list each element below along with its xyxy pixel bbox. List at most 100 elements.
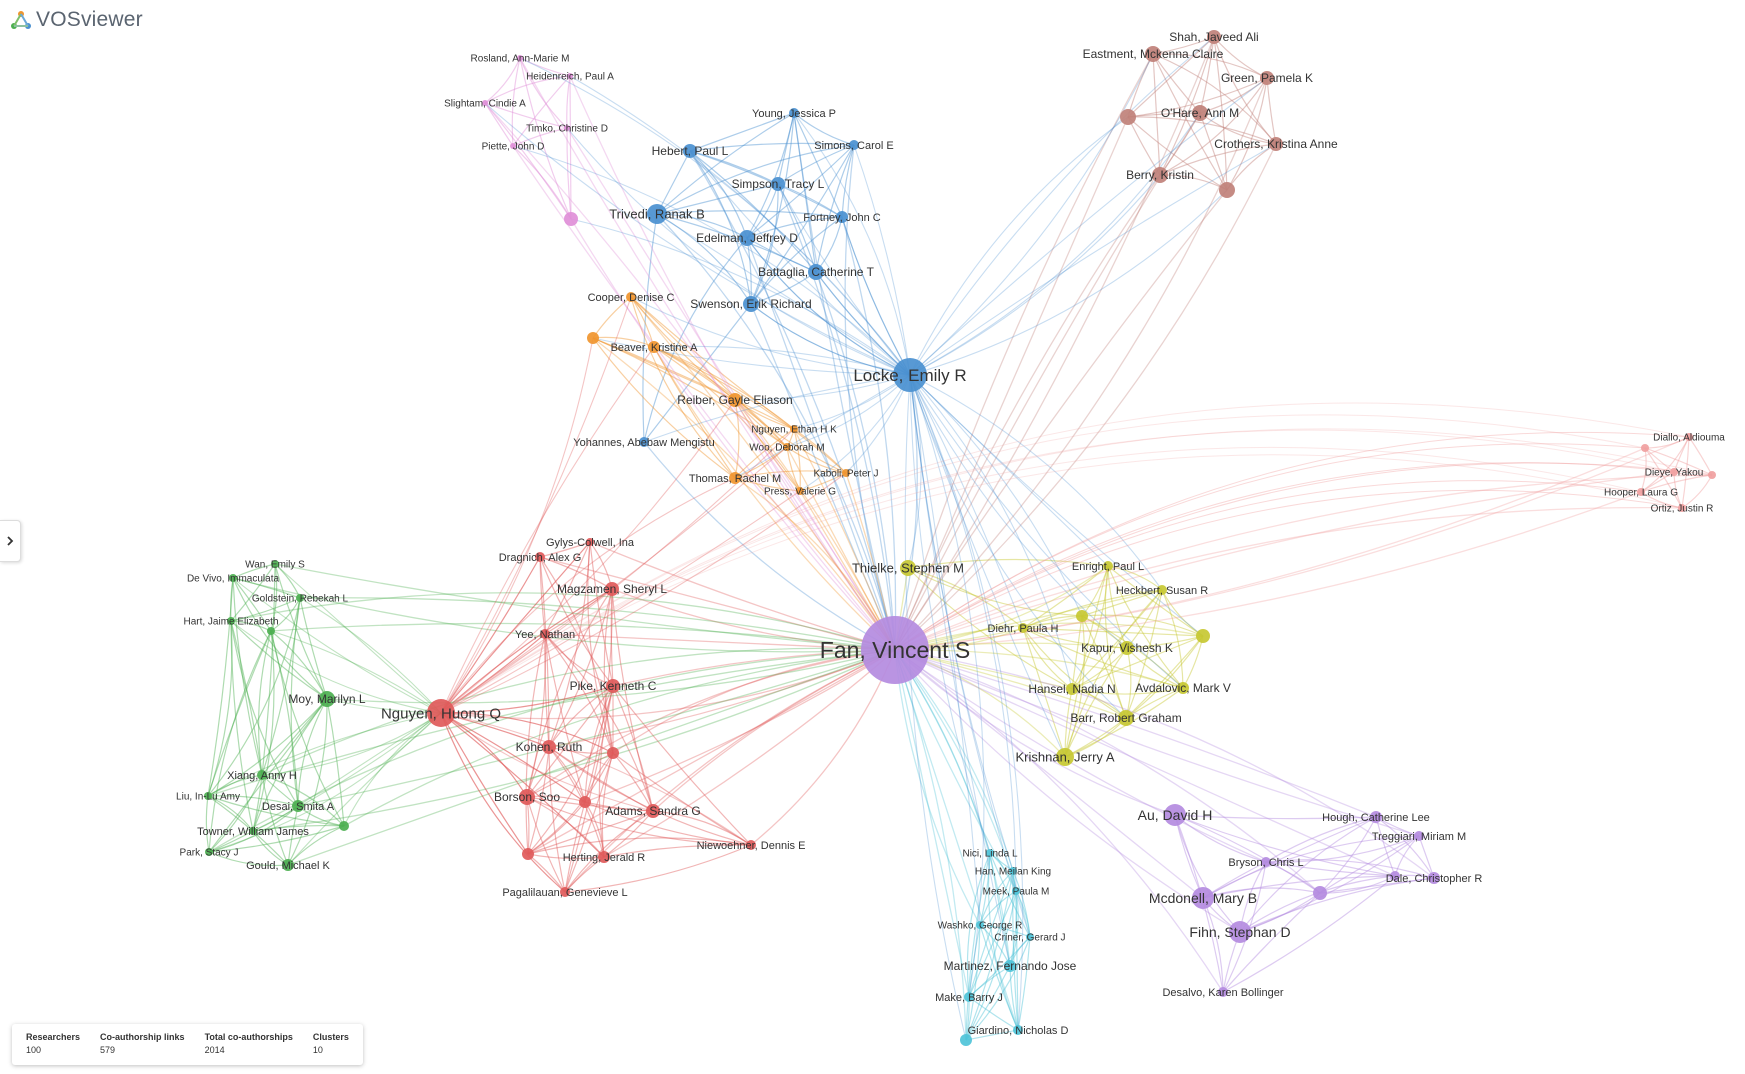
researcher-node[interactable] [587, 332, 599, 344]
researcher-label[interactable]: Rosland, Ann-Marie M [471, 54, 570, 65]
researcher-label[interactable]: Green, Pamela K [1221, 71, 1313, 85]
researcher-node[interactable] [319, 691, 335, 707]
researcher-label[interactable]: O'Hare, Ann M [1161, 106, 1239, 120]
researcher-label[interactable]: Moy, Marilyn L [288, 692, 365, 706]
researcher-node[interactable] [205, 848, 213, 856]
researcher-label[interactable]: Piette, John D [482, 142, 545, 153]
researcher-node[interactable] [1685, 433, 1693, 441]
researcher-node[interactable] [560, 887, 570, 897]
researcher-node[interactable] [739, 230, 755, 246]
researcher-label[interactable]: Thielke, Stephen M [852, 561, 964, 576]
researcher-label[interactable]: Swenson, Erik Richard [690, 297, 811, 311]
researcher-label[interactable]: Pike, Kenneth C [570, 679, 657, 693]
researcher-label[interactable]: Make, Barry J [935, 992, 1003, 1004]
researcher-label[interactable]: Washko, George R [938, 921, 1023, 932]
researcher-label[interactable]: Ortiz, Justin R [1651, 504, 1714, 515]
researcher-node[interactable] [564, 212, 578, 226]
researcher-label[interactable]: Treggiari, Miriam M [1372, 831, 1466, 843]
researcher-node[interactable] [1013, 1025, 1023, 1035]
researcher-node[interactable] [1678, 504, 1686, 512]
researcher-label[interactable]: Xiang, Anny H [227, 770, 297, 782]
researcher-node[interactable] [535, 552, 545, 562]
researcher-node[interactable] [606, 679, 620, 693]
researcher-label[interactable]: Kaboli, Peter J [813, 469, 878, 480]
researcher-label[interactable]: Herting, Jerald R [563, 852, 646, 864]
researcher-label[interactable]: Locke, Emily R [853, 366, 966, 385]
researcher-label[interactable]: Krishnan, Jerry A [1016, 750, 1115, 765]
researcher-label[interactable]: Edelman, Jeffrey D [696, 231, 798, 245]
researcher-node[interactable] [842, 469, 850, 477]
researcher-node[interactable] [579, 796, 591, 808]
researcher-node[interactable] [836, 211, 848, 223]
researcher-label[interactable]: Nguyen, Huong Q [381, 705, 501, 722]
researcher-node[interactable] [626, 292, 636, 302]
researcher-node[interactable] [1269, 137, 1283, 151]
researcher-node[interactable] [861, 616, 929, 684]
researcher-label[interactable]: Yohannes, Abebaw Mengistu [573, 437, 714, 449]
researcher-label[interactable]: Fan, Vincent S [820, 637, 970, 663]
researcher-label[interactable]: Wan, Emily S [245, 560, 305, 571]
researcher-node[interactable] [683, 144, 697, 158]
researcher-label[interactable]: Nici, Linda L [962, 849, 1017, 860]
researcher-label[interactable]: Reiber, Gayle Eliason [677, 393, 792, 407]
researcher-label[interactable]: Hansel, Nadia N [1028, 682, 1115, 696]
researcher-label[interactable]: Bryson, Chris L [1228, 857, 1303, 869]
researcher-label[interactable]: Dale, Christopher R [1386, 873, 1483, 885]
researcher-label[interactable]: Trivedi, Ranak B [609, 207, 705, 222]
researcher-node[interactable] [427, 699, 455, 727]
researcher-label[interactable]: Crothers, Kristina Anne [1214, 137, 1338, 151]
researcher-node[interactable] [789, 108, 799, 118]
researcher-label[interactable]: Hebert, Paul L [652, 144, 729, 158]
researcher-node[interactable] [1313, 886, 1327, 900]
researcher-node[interactable] [204, 792, 212, 800]
researcher-label[interactable]: Kapur, Vishesh K [1081, 641, 1173, 655]
researcher-label[interactable]: Desai, Smita A [262, 801, 335, 813]
researcher-label[interactable]: Niewoehner, Dennis E [697, 840, 806, 852]
researcher-label[interactable]: Simpson, Tracy L [732, 177, 825, 191]
researcher-label[interactable]: Young, Jessica P [752, 108, 836, 120]
researcher-label[interactable]: De Vivo, Immaculata [187, 574, 280, 585]
researcher-node[interactable] [728, 393, 742, 407]
researcher-node[interactable] [292, 800, 304, 812]
researcher-node[interactable] [743, 296, 759, 312]
researcher-node[interactable] [964, 992, 974, 1002]
researcher-node[interactable] [1261, 857, 1271, 867]
researcher-node[interactable] [1009, 867, 1017, 875]
researcher-label[interactable]: Dragnich, Alex G [499, 552, 582, 564]
researcher-label[interactable]: Goldstein, Rebekah L [252, 594, 349, 605]
researcher-node[interactable] [1018, 623, 1028, 633]
researcher-label[interactable]: Giardino, Nicholas D [968, 1025, 1069, 1037]
researcher-node[interactable] [296, 594, 304, 602]
researcher-label[interactable]: Liu, In-Lu Amy [176, 792, 240, 803]
researcher-node[interactable] [605, 582, 619, 596]
researcher-node[interactable] [893, 358, 927, 392]
researcher-node[interactable] [257, 770, 267, 780]
researcher-node[interactable] [1428, 872, 1440, 884]
researcher-node[interactable] [249, 827, 257, 835]
researcher-node[interactable] [1118, 710, 1134, 726]
researcher-node[interactable] [986, 849, 994, 857]
researcher-label[interactable]: Woo, Deborah M [749, 443, 824, 454]
researcher-label[interactable]: Beaver, Kristine A [611, 342, 698, 354]
researcher-node[interactable] [1177, 682, 1189, 694]
researcher-node[interactable] [976, 921, 984, 929]
researcher-label[interactable]: Martinez, Fernando Jose [944, 959, 1077, 973]
researcher-label[interactable]: Hooper, Laura G [1604, 488, 1678, 499]
researcher-node[interactable] [1103, 561, 1113, 571]
researcher-label[interactable]: Thomas, Rachel M [689, 473, 781, 485]
researcher-node[interactable] [1056, 748, 1074, 766]
researcher-node[interactable] [522, 848, 534, 860]
researcher-node[interactable] [1004, 960, 1016, 972]
researcher-label[interactable]: Mcdonell, Mary B [1149, 890, 1257, 906]
researcher-node[interactable] [282, 859, 294, 871]
researcher-label[interactable]: Enright, Paul L [1072, 561, 1144, 573]
researcher-label[interactable]: Shah, Javeed Ali [1169, 30, 1258, 44]
researcher-label[interactable]: Magzamen, Sheryl L [557, 582, 667, 596]
researcher-node[interactable] [1414, 831, 1424, 841]
researcher-label[interactable]: Eastment, Mckenna Claire [1083, 47, 1224, 61]
researcher-node[interactable] [1164, 804, 1186, 826]
researcher-node[interactable] [339, 821, 349, 831]
researcher-node[interactable] [796, 487, 804, 495]
researcher-label[interactable]: Nguyen, Ethan H K [751, 425, 837, 436]
researcher-label[interactable]: Avdalovic, Mark V [1135, 681, 1231, 695]
